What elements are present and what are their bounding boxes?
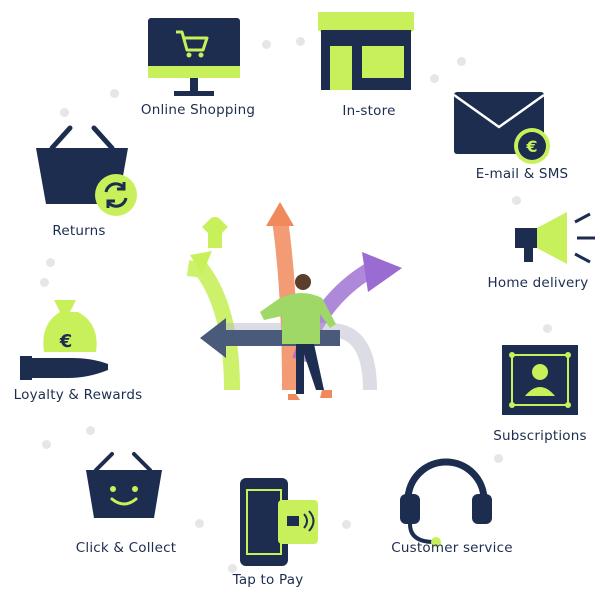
label-click-collect: Click & Collect <box>75 540 177 556</box>
svg-text:€: € <box>59 331 73 352</box>
label-email-sms: E-mail & SMS <box>475 166 569 182</box>
label-subscriptions: Subscriptions <box>493 428 587 444</box>
storefront-icon <box>318 12 414 90</box>
label-loyalty-rewards: Loyalty & Rewards <box>13 387 143 403</box>
person-with-arrows-icon <box>186 202 402 400</box>
megaphone-icon <box>515 212 595 264</box>
label-customer-service: Customer service <box>391 540 513 556</box>
money-bag-hand-icon: € <box>20 300 108 380</box>
basket-refresh-icon <box>36 125 137 216</box>
label-tap-to-pay: Tap to Pay <box>232 572 304 588</box>
label-in-store: In-store <box>342 103 396 119</box>
smiling-basket-icon <box>86 452 162 518</box>
svg-text:€: € <box>525 137 537 156</box>
monitor-cart-icon <box>148 18 240 96</box>
envelope-euro-icon: € <box>453 92 550 164</box>
profile-frame-icon <box>502 345 578 415</box>
phone-card-icon <box>240 478 318 566</box>
headset-icon <box>400 458 492 547</box>
label-returns: Returns <box>52 223 106 239</box>
label-online-shopping: Online Shopping <box>140 102 256 118</box>
label-home-delivery: Home delivery <box>487 275 589 291</box>
